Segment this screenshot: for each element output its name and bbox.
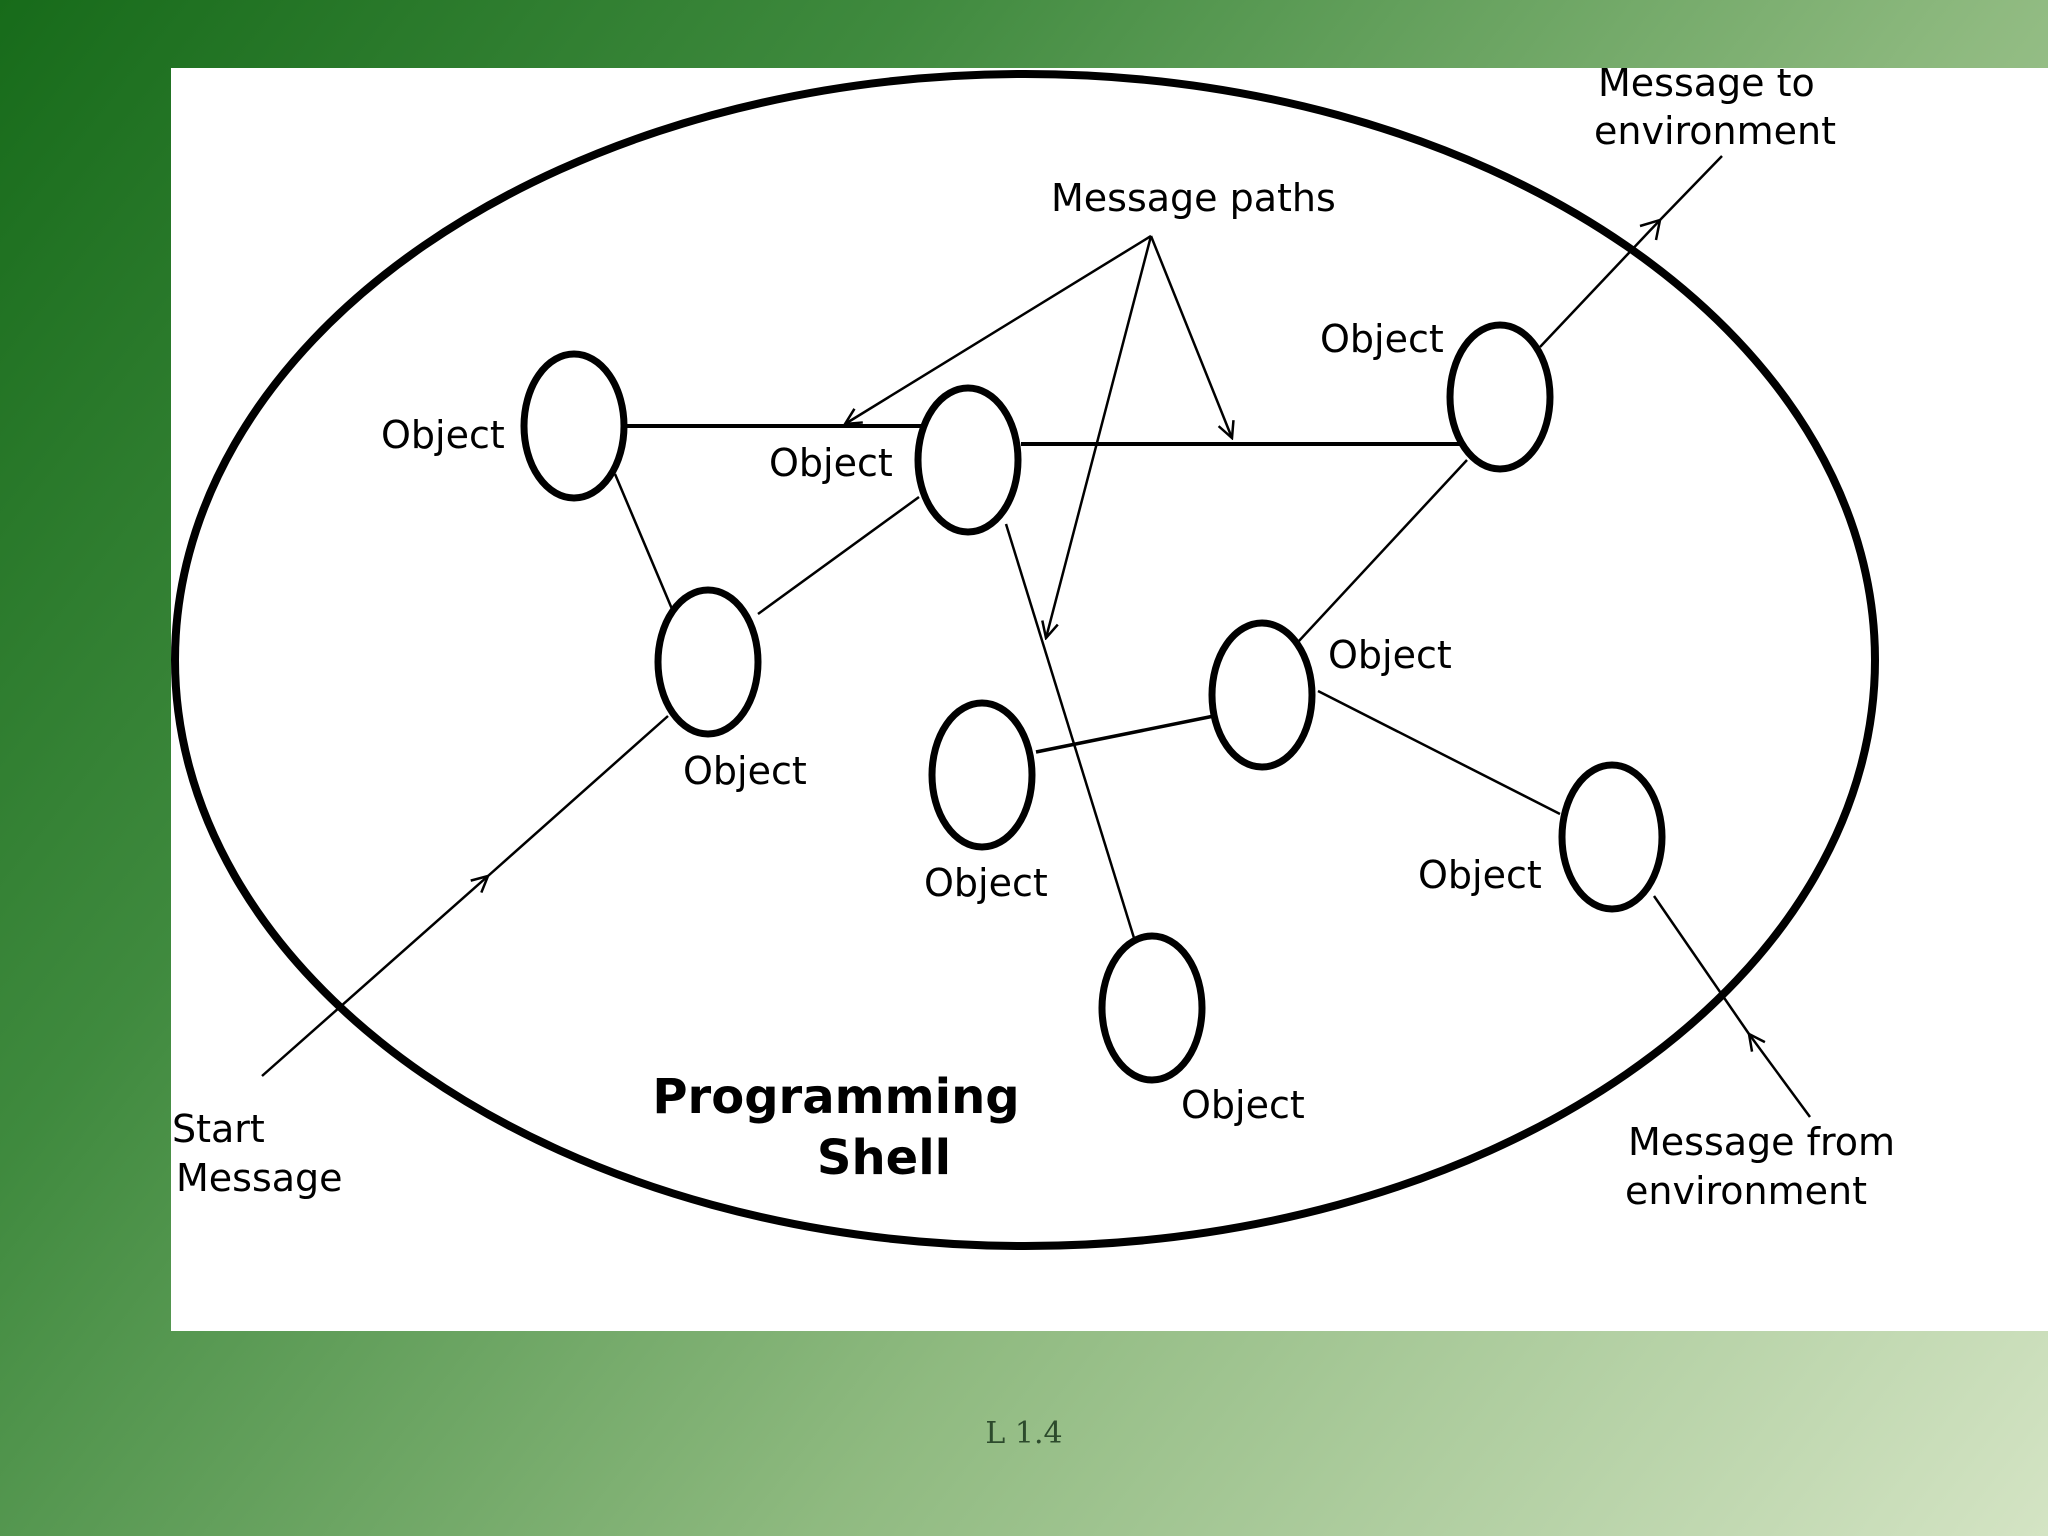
programming-shell-boundary bbox=[171, 70, 1879, 1250]
message-path-arrow bbox=[1149, 235, 1232, 438]
connection-line bbox=[1297, 459, 1468, 643]
message-paths-label: Message paths bbox=[1051, 176, 1336, 220]
programming-shell-title-line2: Shell bbox=[817, 1130, 951, 1186]
object-node bbox=[1558, 761, 1666, 913]
message-from-environment-arrow bbox=[1749, 1034, 1812, 1118]
object-label: Object bbox=[381, 413, 505, 457]
object-label: Object bbox=[683, 749, 807, 793]
object-node bbox=[520, 350, 628, 502]
message-from-environment-label-line1: Message from bbox=[1628, 1120, 1895, 1164]
object-label: Object bbox=[769, 441, 893, 485]
message-to-environment-label-line2: environment bbox=[1594, 109, 1836, 153]
object-node bbox=[1208, 619, 1316, 771]
start-message-arrow bbox=[261, 876, 488, 1077]
start-message-label-line1: Start bbox=[172, 1107, 265, 1151]
object-label: Object bbox=[1328, 633, 1452, 677]
object-label: Object bbox=[1320, 317, 1444, 361]
object-nodes bbox=[520, 321, 1666, 1084]
message-to-environment-path bbox=[1539, 219, 1661, 348]
object-label: Object bbox=[924, 861, 1048, 905]
diagram-panel bbox=[171, 68, 2048, 1331]
connection-line bbox=[1035, 714, 1215, 754]
object-label: Object bbox=[1181, 1083, 1305, 1127]
connection-line bbox=[1317, 689, 1561, 816]
object-node bbox=[1446, 321, 1554, 473]
object-node bbox=[654, 586, 762, 738]
object-node bbox=[928, 699, 1036, 851]
message-to-environment-label-line1: Message to bbox=[1598, 61, 1815, 105]
object-labels: Object Object Object Object Object Objec… bbox=[381, 317, 1542, 1127]
slide-number: L 1.4 bbox=[985, 1416, 1063, 1451]
message-path-arrow bbox=[845, 234, 1152, 424]
object-connections bbox=[613, 424, 1561, 939]
start-message-label-line2: Message bbox=[176, 1156, 343, 1200]
message-path-arrows bbox=[845, 234, 1232, 638]
arrowhead bbox=[1639, 218, 1662, 241]
start-message-path bbox=[487, 715, 669, 877]
connection-line bbox=[757, 495, 920, 616]
connection-line bbox=[613, 473, 674, 610]
object-node bbox=[914, 384, 1022, 536]
message-from-environment-label-line2: environment bbox=[1625, 1169, 1867, 1213]
object-node bbox=[1098, 932, 1206, 1084]
connection-line bbox=[1004, 523, 1136, 939]
message-from-environment-path bbox=[1652, 895, 1751, 1035]
object-label: Object bbox=[1418, 853, 1542, 897]
message-path-arrow bbox=[1046, 235, 1153, 638]
message-to-environment-arrow bbox=[1659, 155, 1723, 221]
programming-shell-title-line1: Programming bbox=[652, 1069, 1019, 1125]
